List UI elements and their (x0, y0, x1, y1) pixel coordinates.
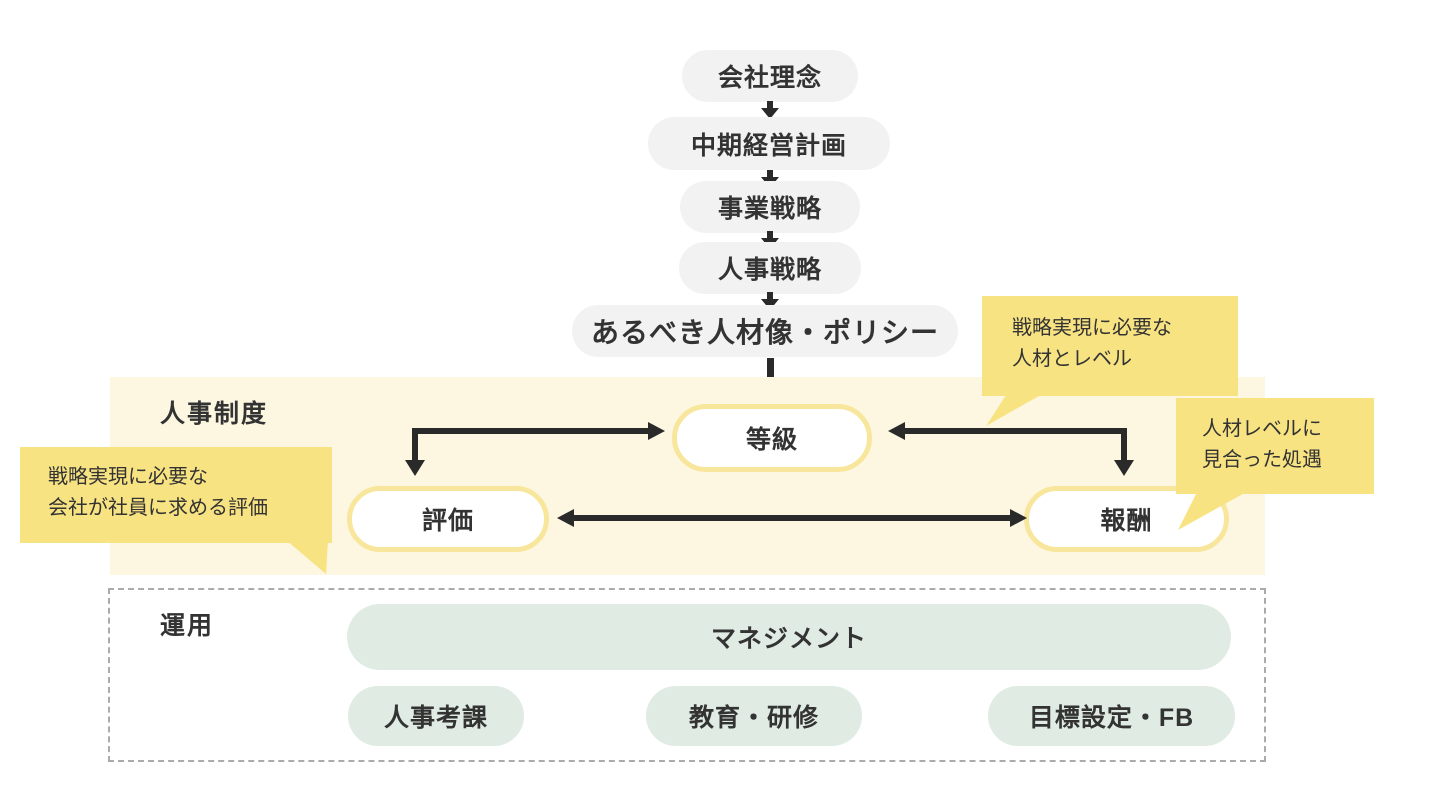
flow-arrow-4-icon (761, 292, 779, 310)
callout-grade-line1: 戦略実現に必要な (1012, 317, 1172, 339)
callout-evaluation: 戦略実現に必要な 会社が社員に求める評価 (20, 447, 332, 543)
callout-grade: 戦略実現に必要な 人材とレベル (982, 296, 1238, 396)
node-evaluation: 評価 (347, 486, 549, 552)
operation-management: マネジメント (347, 604, 1231, 670)
callout-compensation-tail-icon (1178, 490, 1250, 530)
callout-grade-line2: 人材とレベル (1012, 348, 1132, 370)
callout-evaluation-line1: 戦略実現に必要な (48, 466, 208, 488)
operation-item-appraisal: 人事考課 (348, 686, 524, 746)
flow-node-hr-strategy: 人事戦略 (679, 242, 861, 294)
callout-compensation-line1: 人材レベルに (1202, 418, 1322, 440)
node-grade: 等級 (672, 404, 872, 472)
operation-item-training: 教育・研修 (646, 686, 862, 746)
callout-compensation-line2: 見合った処遇 (1202, 449, 1322, 471)
flow-node-ideal-talent-policy: あるべき人材像・ポリシー (572, 305, 958, 357)
callout-compensation: 人材レベルに 見合った処遇 (1176, 398, 1374, 494)
callout-grade-tail-icon (986, 392, 1046, 426)
operation-panel-title: 運用 (160, 612, 215, 640)
flow-node-business-strategy: 事業戦略 (680, 181, 860, 233)
flow-node-company-philosophy: 会社理念 (682, 50, 858, 102)
callout-evaluation-line2: 会社が社員に求める評価 (48, 497, 268, 519)
flow-node-midterm-plan: 中期経営計画 (648, 117, 890, 170)
flow-arrow-1-icon (761, 101, 779, 119)
callout-evaluation-tail-icon (286, 540, 328, 574)
hr-system-panel-title: 人事制度 (160, 400, 269, 428)
operation-item-goal-setting-fb: 目標設定・FB (988, 686, 1235, 746)
